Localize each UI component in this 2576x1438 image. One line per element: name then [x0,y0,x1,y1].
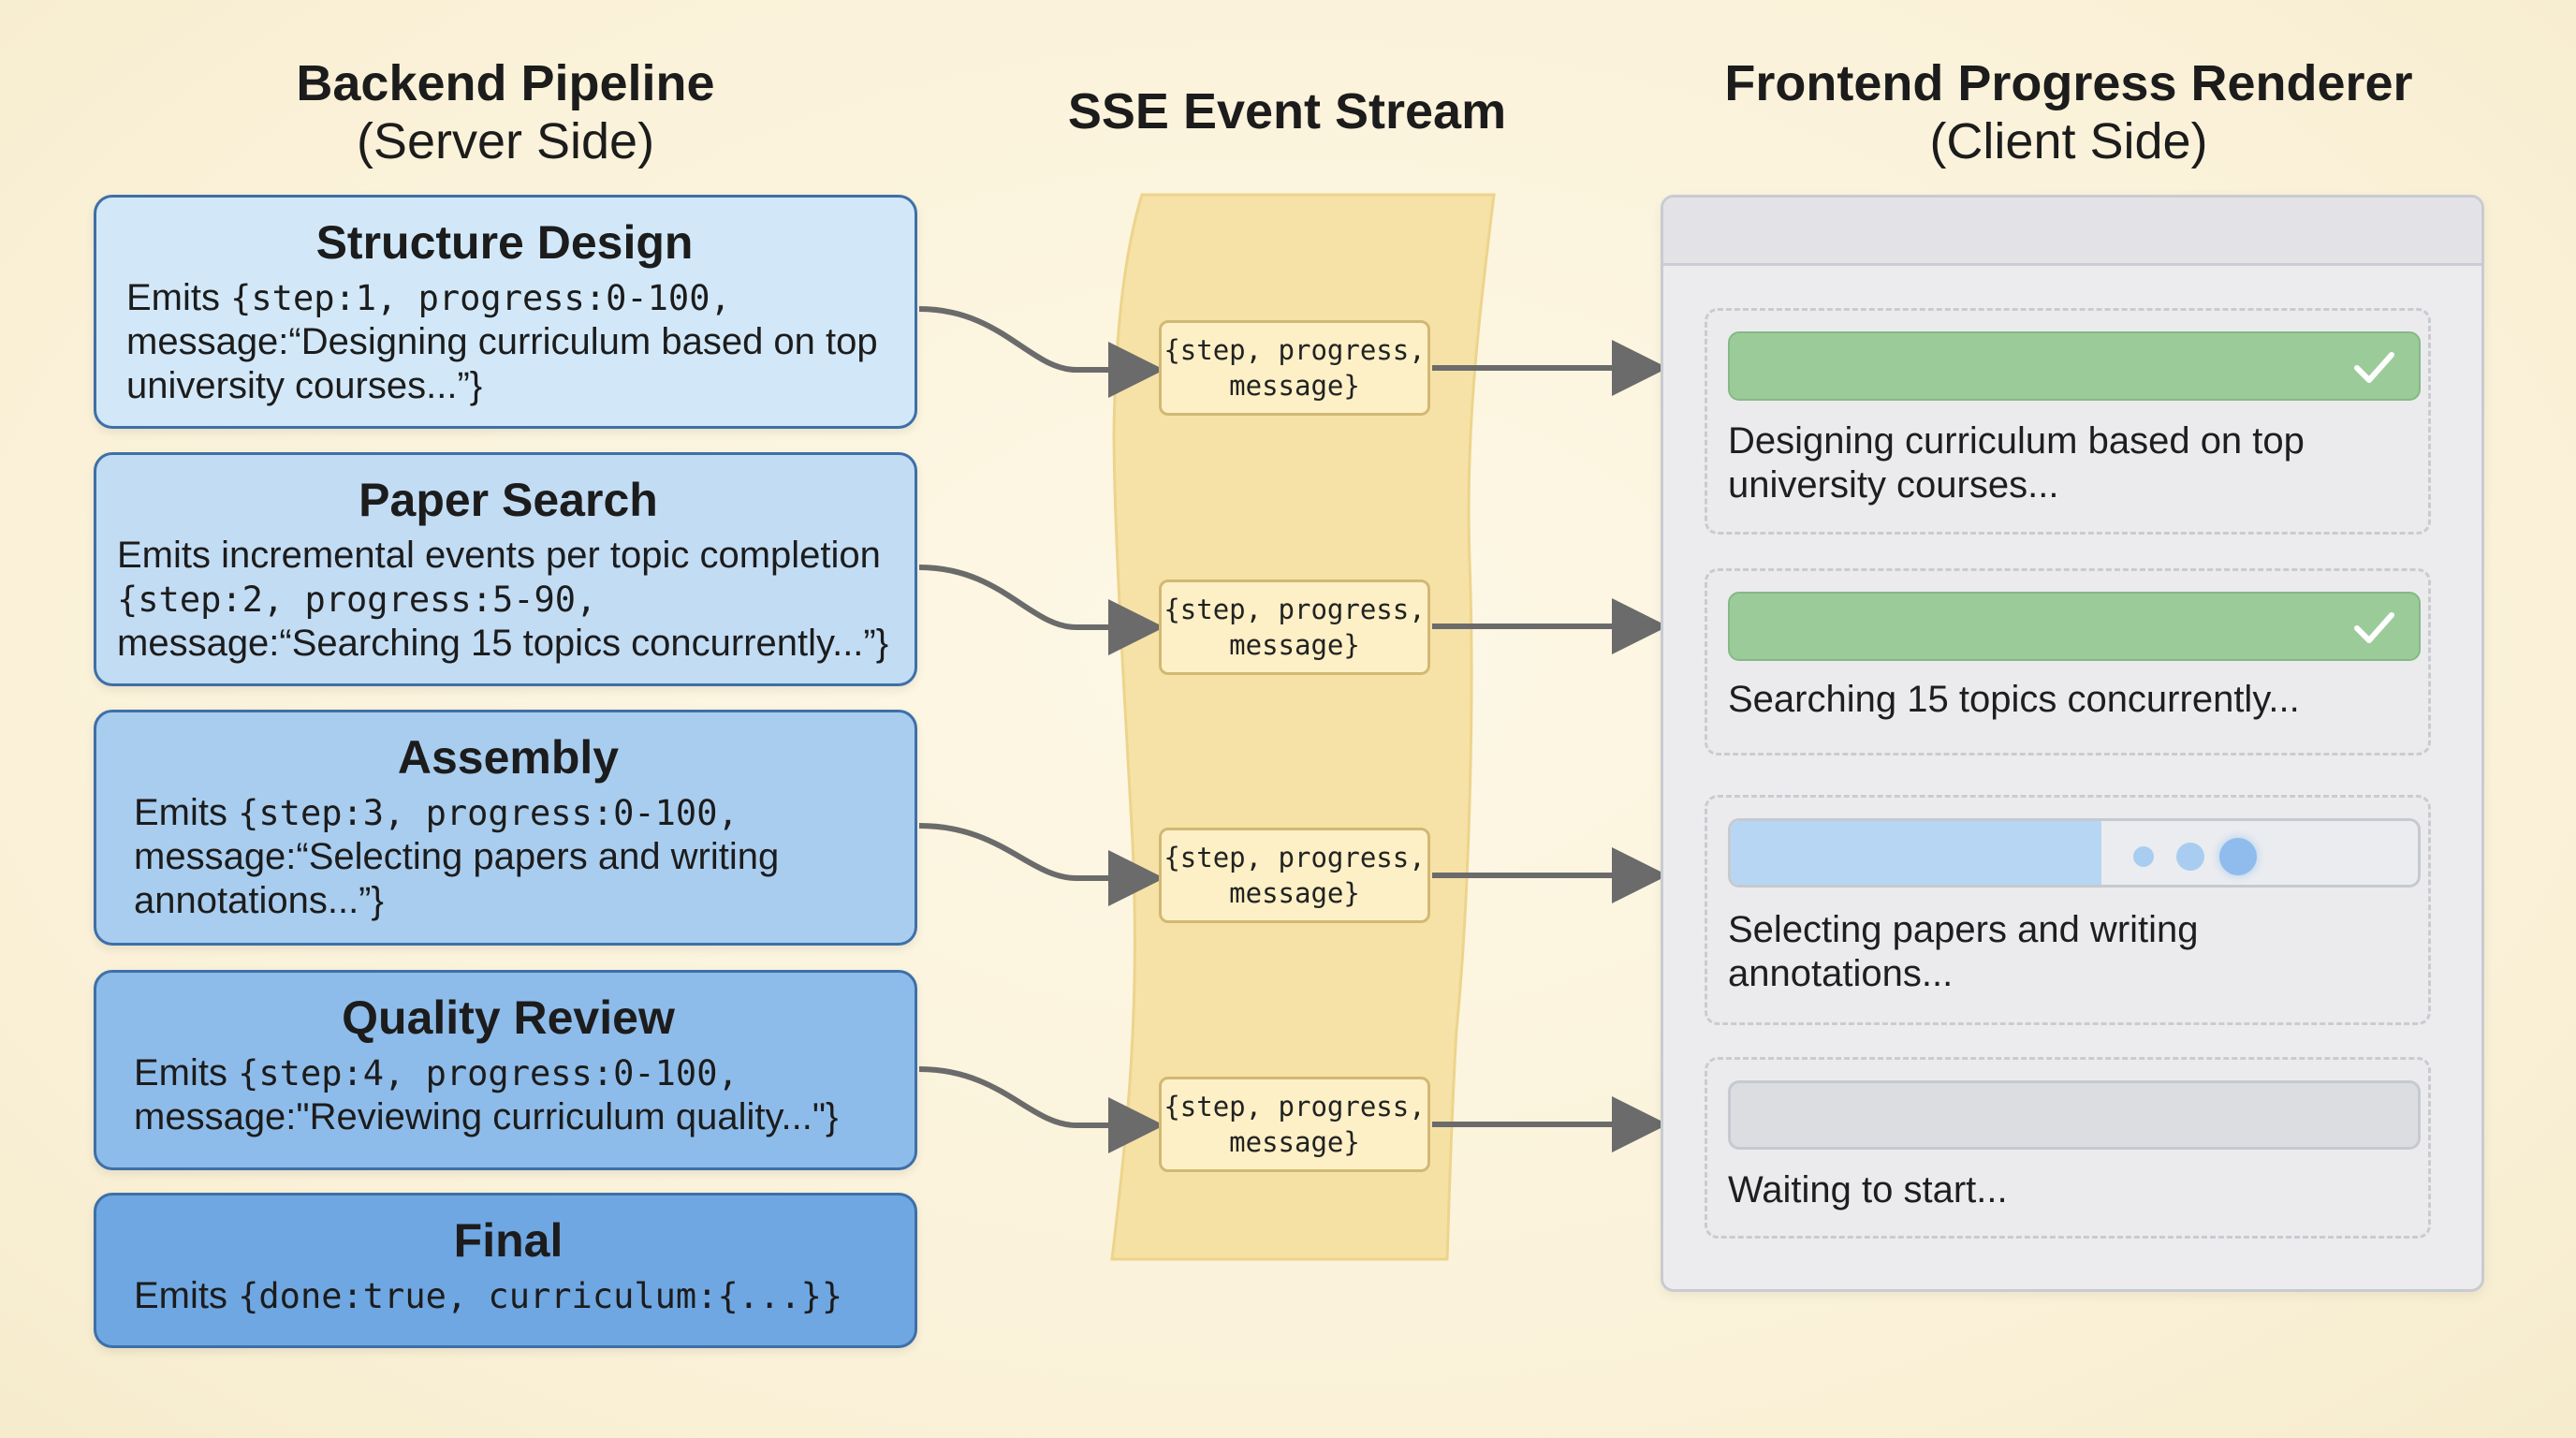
progress-bar-complete [1728,592,2421,661]
progress-message: Selecting papers and writing annotations… [1728,909,2199,994]
stage-code: {step:1, progress:0-100, [230,278,731,318]
backend-subtitle: (Server Side) [356,113,655,169]
progress-message: Designing curriculum based on top univer… [1728,420,2305,506]
event-line1: {step, progress, [1164,1091,1426,1123]
frontend-title: Frontend Progress Renderer [1724,55,2413,111]
progress-bar-complete [1728,331,2421,401]
progress-card-step-4: Waiting to start... [1705,1057,2431,1239]
panel-header [1663,198,2481,266]
arrow-stage1-to-event [918,306,1164,398]
event-line2: message} [1229,629,1360,661]
stage-message: message:“Selecting papers and writing an… [134,836,780,921]
event-line2: message} [1229,1126,1360,1158]
progress-renderer-panel: Designing curriculum based on top univer… [1661,195,2484,1292]
stage-structure-design: Structure Design Emits {step:1, progress… [94,195,917,429]
loading-dot-icon [2133,846,2154,867]
sse-event-box: {step, progress, message} [1159,580,1430,675]
stage-name: Assembly [397,731,620,784]
event-line2: message} [1229,877,1360,909]
sse-title: SSE Event Stream [1067,83,1507,139]
stage-assembly: Assembly Emits {step:3, progress:0-100,m… [94,710,917,946]
progress-fill [1731,821,2102,885]
stage-code: {step:3, progress:0-100, [238,793,739,833]
stage-emits: Emits [126,277,231,318]
event-line1: {step, progress, [1164,334,1426,366]
stage-code: {step:2, progress:5-90, [117,580,597,620]
sse-event-box: {step, progress, message} [1159,1077,1430,1172]
progress-bar-in-progress [1728,818,2421,888]
arrow-stage3-to-event [918,823,1164,906]
stage-paper-search: Paper Search Emits incremental events pe… [94,452,917,686]
progress-message: Waiting to start... [1728,1169,2008,1211]
arrow-stage2-to-event [918,565,1164,655]
stage-description: Emits {step:1, progress:0-100,message:“D… [126,276,883,408]
stage-description: Emits {done:true, curriculum:{...}} [134,1274,883,1318]
check-icon [2354,352,2394,383]
frontend-subtitle: (Client Side) [1929,113,2208,169]
event-line2: message} [1229,370,1360,402]
loading-dot-icon [2219,838,2257,875]
arrow-stage4-to-event [918,1066,1164,1153]
stage-emits: Emits [134,1052,239,1093]
backend-column-title: Backend Pipeline (Server Side) [94,54,917,170]
stage-quality-review: Quality Review Emits {step:4, progress:0… [94,970,917,1170]
progress-card-step-1: Designing curriculum based on top univer… [1705,308,2431,535]
stage-name: Paper Search [359,474,658,526]
backend-title: Backend Pipeline [296,55,715,111]
stage-code: {done:true, curriculum:{...}} [238,1276,843,1316]
stage-message: message:“Searching 15 topics concurrentl… [117,623,889,664]
frontend-column-title: Frontend Progress Renderer (Client Side) [1647,54,2490,170]
stage-name: Final [453,1214,564,1267]
sse-event-box: {step, progress, message} [1159,320,1430,416]
stage-emits: Emits [134,792,239,833]
progress-card-step-2: Searching 15 topics concurrently... [1705,568,2431,756]
check-icon [2354,612,2394,643]
progress-bar-waiting [1728,1080,2421,1150]
stage-code: {step:4, progress:0-100, [238,1053,739,1093]
loading-dot-icon [2176,843,2204,871]
event-line1: {step, progress, [1164,594,1426,625]
stage-description: Emits {step:3, progress:0-100,message:“S… [134,791,883,923]
stage-description: Emits incremental events per topic compl… [117,534,900,666]
stage-emits: Emits [134,1275,239,1316]
stage-name: Structure Design [315,216,694,269]
progress-message: Searching 15 topics concurrently... [1728,679,2300,720]
progress-card-step-3: Selecting papers and writing annotations… [1705,795,2431,1025]
sse-column-title: SSE Event Stream [1030,82,1544,140]
stage-message: message:"Reviewing curriculum quality...… [134,1096,839,1137]
stage-description: Emits {step:4, progress:0-100,message:"R… [134,1051,883,1139]
event-line1: {step, progress, [1164,842,1426,873]
sse-event-box: {step, progress, message} [1159,828,1430,923]
stage-final: Final Emits {done:true, curriculum:{...}… [94,1193,917,1348]
stage-name: Quality Review [342,991,675,1044]
stage-message: message:“Designing curriculum based on t… [126,321,878,406]
stage-emits: Emits incremental events per topic compl… [117,535,881,576]
